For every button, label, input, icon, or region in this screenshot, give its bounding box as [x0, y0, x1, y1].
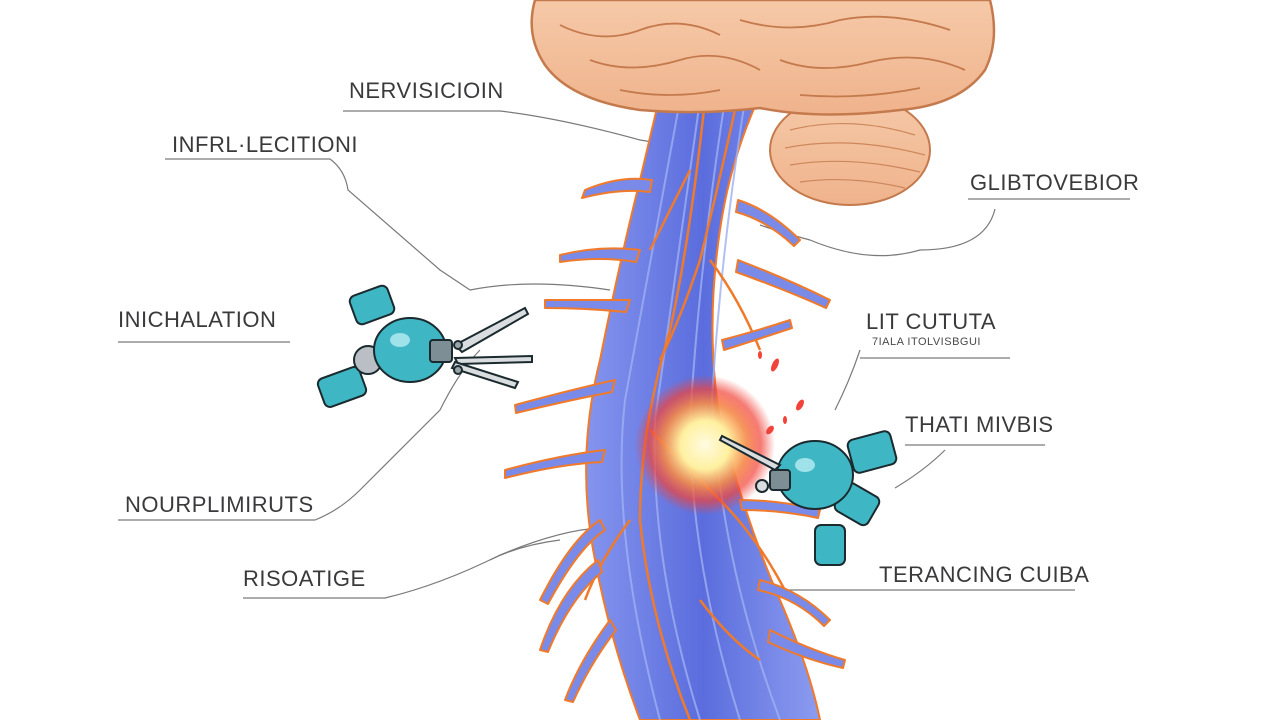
sublabel-lit-cututa: 7IALA ITOLVISBGUI	[872, 336, 981, 348]
label-risoatige: RISOATIGE	[243, 566, 366, 591]
label-infrlegitioni: INFRL·LECITIONI	[172, 132, 358, 157]
label-glibtovebior: GLIBTOVEBIOR	[970, 170, 1140, 195]
label-nervisicioin: NERVISICIOIN	[349, 78, 504, 103]
label-lit-cututa: LIT CUTUTA	[866, 309, 997, 334]
label-thati-mivbis: THATI MIVBIS	[905, 412, 1054, 437]
label-inichalation: INICHALATION	[118, 307, 277, 332]
label-nourplimiruts: NOURPLIMIRUTS	[125, 492, 314, 517]
nanobot-left	[316, 284, 533, 408]
label-terancing-cuiba: TERANCING CUIBA	[879, 562, 1090, 587]
brain	[530, 0, 996, 116]
damage-burst	[635, 351, 804, 515]
cerebellum	[769, 94, 931, 206]
nanobot-right	[718, 430, 898, 566]
